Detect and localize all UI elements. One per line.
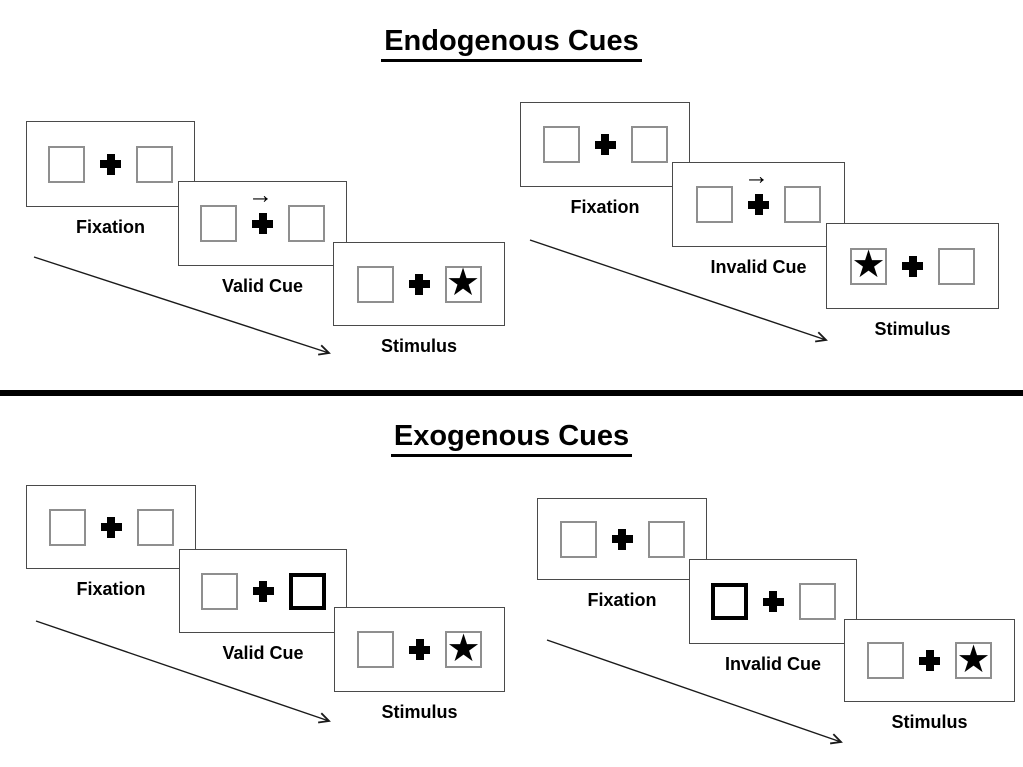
fixation-cross-icon (100, 153, 121, 175)
panel-label: Stimulus (891, 712, 968, 732)
left-box (200, 572, 238, 610)
panel-fixation (26, 121, 195, 207)
fixation-cross-icon (611, 528, 633, 550)
fixation-center: → (744, 163, 769, 246)
fixation-cross-icon (252, 580, 274, 602)
section-title-exogenous: Exogenous Cues (0, 419, 1023, 457)
fixation-center (919, 620, 940, 701)
right-box-highlighted (288, 572, 326, 610)
fixation-cross-icon (252, 213, 273, 234)
star-icon: ★ (851, 244, 886, 286)
section-title-endogenous: Endogenous Cues (0, 24, 1023, 62)
left-box (542, 126, 580, 163)
panel-label: Valid Cue (222, 643, 304, 663)
fixation-center: → (248, 182, 273, 265)
right-box: ★ (445, 627, 482, 670)
cue-arrow-icon: → (248, 181, 273, 209)
panel-label: Stimulus (380, 336, 457, 356)
panel-label: Invalid Cue (710, 257, 807, 277)
left-box (559, 520, 597, 558)
right-box: ★ (955, 638, 992, 681)
right-box (938, 247, 975, 285)
panel-fixation (26, 485, 196, 569)
right-box (784, 186, 821, 223)
fixation-center (252, 550, 274, 632)
left-box-highlighted (710, 583, 748, 620)
panel-valid-cue: → (178, 181, 347, 266)
fixation-center (902, 224, 923, 308)
left-box (696, 186, 733, 223)
fixation-center (594, 103, 616, 186)
panel-label: Fixation (587, 590, 657, 610)
fixation-cross-icon (919, 650, 940, 671)
fixation-cross-icon (902, 255, 923, 277)
panel-label: Invalid Cue (724, 654, 822, 674)
fixation-cross-icon (594, 134, 616, 155)
left-box (48, 145, 85, 183)
left-box (357, 631, 394, 668)
fixation-center (762, 560, 784, 643)
panel-fixation (520, 102, 690, 187)
star-icon: ★ (956, 638, 991, 681)
left-box (867, 642, 904, 679)
fixation-cross-icon (762, 591, 784, 612)
fixation-cross-icon (408, 273, 430, 295)
panel-invalid-cue: → (672, 162, 845, 247)
fixation-cross-icon (409, 639, 430, 660)
fixation-cross-icon (100, 516, 122, 538)
timeline-arrow-endogenous-valid (33, 256, 331, 356)
section-title-text: Endogenous Cues (381, 24, 642, 62)
left-box: ★ (850, 244, 887, 286)
panel-label: Stimulus (874, 319, 951, 339)
left-box (200, 205, 237, 242)
panel-invalid-cue (689, 559, 857, 644)
panel-label: Fixation (76, 579, 146, 599)
star-icon: ★ (445, 262, 481, 304)
panel-label: Fixation (75, 217, 145, 237)
panel-stimulus: ★ (844, 619, 1015, 702)
right-box: ★ (444, 262, 482, 304)
section-title-text: Exogenous Cues (390, 419, 633, 457)
fixation-center (409, 608, 430, 691)
right-box (798, 583, 836, 620)
panel-stimulus: ★ (334, 607, 505, 692)
timeline-arrow-endogenous-invalid (529, 239, 828, 343)
panel-stimulus: ★ (826, 223, 999, 309)
fixation-cross-icon (748, 194, 769, 215)
panel-fixation (537, 498, 707, 580)
fixation-center (100, 122, 121, 206)
right-box (288, 205, 325, 242)
fixation-center (408, 243, 430, 325)
cue-arrow-icon: → (744, 162, 769, 190)
right-box (136, 508, 174, 546)
right-box (630, 126, 668, 163)
fixation-center (100, 486, 122, 568)
star-icon: ★ (446, 627, 481, 670)
fixation-center (611, 499, 633, 579)
panel-label: Valid Cue (221, 276, 304, 296)
section-divider (0, 390, 1023, 396)
left-box (48, 508, 86, 546)
panel-label: Stimulus (381, 702, 458, 722)
timeline-arrow-exogenous-valid (35, 620, 331, 724)
right-box (136, 145, 173, 183)
right-box (647, 520, 685, 558)
left-box (356, 265, 394, 303)
panel-label: Fixation (570, 197, 640, 217)
panel-stimulus: ★ (333, 242, 505, 326)
panel-valid-cue (179, 549, 347, 633)
